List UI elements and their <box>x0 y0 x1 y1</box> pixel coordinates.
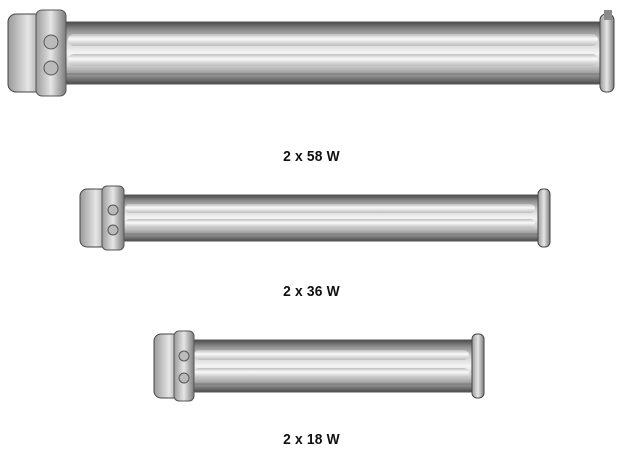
luminaire-2x58w-label: 2 x 58 W <box>283 148 340 165</box>
luminaire-2x36w-label: 2 x 36 W <box>283 283 340 300</box>
luminaire-2x58w-image <box>7 9 615 97</box>
luminaire-2x18w-label: 2 x 18 W <box>283 431 340 448</box>
luminaire-2x36w-image <box>79 185 551 251</box>
luminaire-2x18w-image <box>153 330 485 402</box>
